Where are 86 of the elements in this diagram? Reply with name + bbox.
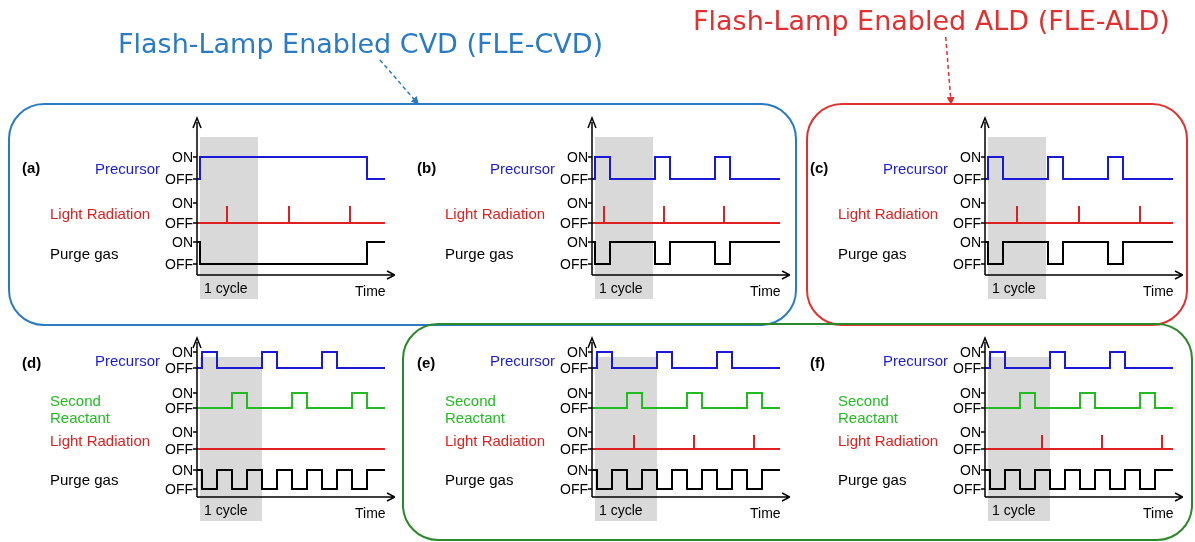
signal-name: Precursor: [94, 351, 160, 369]
axis-tick-label: ON: [960, 385, 981, 402]
axis-tick-label: OFF: [953, 215, 981, 232]
axis-tick-label: ON: [172, 195, 193, 212]
signal-name: Light Radiation: [838, 432, 940, 449]
axis-tick-label: ON: [567, 424, 588, 441]
cycle-label: 1 cycle: [992, 502, 1036, 519]
signal-name: Precursor: [489, 351, 555, 369]
dashed-arrow: [945, 36, 955, 105]
panel-label: (e): [417, 354, 436, 371]
panel-label: (d): [22, 354, 42, 371]
axis-tick-label: OFF: [560, 360, 588, 377]
axis-tick-label: OFF: [953, 256, 981, 273]
signal-name: Purge gas: [445, 471, 515, 488]
signal-name: Purge gas: [838, 471, 908, 488]
cycle-label: 1 cycle: [204, 502, 248, 519]
axis-tick-label: OFF: [560, 215, 588, 232]
axis-tick-label: OFF: [560, 441, 588, 458]
axis-tick-label: OFF: [953, 171, 981, 188]
axis-tick-label: ON: [960, 149, 981, 166]
signal-name: Second Reactant: [445, 392, 507, 426]
axis-tick-label: ON: [960, 462, 981, 479]
axis-label: Time: [750, 505, 781, 522]
signal-name: Light Radiation: [445, 204, 547, 222]
heading-text: Flash-Lamp Enabled ALD (FLE-ALD): [693, 5, 1170, 36]
axis-label: Time: [355, 505, 386, 522]
axis-tick-label: OFF: [560, 171, 588, 188]
signal-name: Precursor: [882, 159, 948, 177]
axis-tick-label: ON: [960, 234, 981, 251]
axis-tick-label: OFF: [165, 215, 193, 232]
axis-tick-label: ON: [567, 462, 588, 479]
heading-text: Flash-Lamp Enabled CVD (FLE-CVD): [118, 28, 604, 59]
axis-tick-label: OFF: [560, 256, 588, 273]
axis-tick-label: ON: [567, 195, 588, 212]
axis-tick-label: OFF: [165, 481, 193, 498]
axis-tick-label: ON: [960, 344, 981, 361]
axis-tick-label: ON: [960, 424, 981, 441]
axis-tick-label: OFF: [165, 441, 193, 458]
axis-tick-label: OFF: [165, 360, 193, 377]
axis-tick-label: OFF: [953, 441, 981, 458]
panel-label: (b): [417, 159, 437, 176]
axis-label: Time: [355, 283, 386, 300]
axis-tick-label: OFF: [165, 256, 193, 273]
axis-tick-label: ON: [172, 234, 193, 251]
signal-name: Light Radiation: [838, 204, 940, 222]
axis-label: Time: [750, 283, 781, 300]
cycle-label: 1 cycle: [599, 280, 643, 297]
signal-name: Second Reactant: [838, 392, 900, 426]
axis-tick-label: ON: [172, 385, 193, 402]
axis-tick-label: ON: [567, 344, 588, 361]
panel-label: (f): [810, 354, 825, 371]
signal-name: Purge gas: [50, 471, 120, 488]
signal-name: Precursor: [94, 159, 160, 177]
axis-tick-label: ON: [172, 344, 193, 361]
axis-tick-label: ON: [172, 462, 193, 479]
cycle-label: 1 cycle: [204, 280, 248, 297]
signal-name: Precursor: [882, 351, 948, 369]
signal-name: Light Radiation: [445, 432, 547, 449]
axis-tick-label: OFF: [953, 360, 981, 377]
signal-name: Purge gas: [445, 244, 515, 262]
axis-tick-label: OFF: [560, 400, 588, 417]
signal-name: Light Radiation: [50, 432, 152, 449]
signal-name: Light Radiation: [50, 204, 152, 222]
axis-tick-label: ON: [567, 149, 588, 166]
axis-tick-label: OFF: [953, 481, 981, 498]
axis-label: Time: [1143, 505, 1174, 522]
signal-name: Second Reactant: [50, 392, 112, 426]
axis-tick-label: ON: [172, 149, 193, 166]
axis-tick-label: ON: [960, 195, 981, 212]
signal-name: Precursor: [489, 159, 555, 177]
axis-tick-label: OFF: [560, 481, 588, 498]
dashed-arrow: [379, 59, 420, 105]
group-frame: [402, 323, 1193, 541]
axis-label: Time: [1143, 283, 1174, 300]
cycle-label: 1 cycle: [992, 280, 1036, 297]
axis-tick-label: OFF: [953, 400, 981, 417]
panel-label: (c): [810, 159, 829, 176]
signal-name: Purge gas: [838, 244, 908, 262]
axis-tick-label: ON: [172, 424, 193, 441]
cycle-label: 1 cycle: [599, 502, 643, 519]
panel-label: (a): [22, 159, 41, 176]
axis-tick-label: OFF: [165, 171, 193, 188]
axis-tick-label: OFF: [165, 400, 193, 417]
axis-tick-label: ON: [567, 385, 588, 402]
signal-name: Purge gas: [50, 244, 120, 262]
axis-tick-label: ON: [567, 234, 588, 251]
